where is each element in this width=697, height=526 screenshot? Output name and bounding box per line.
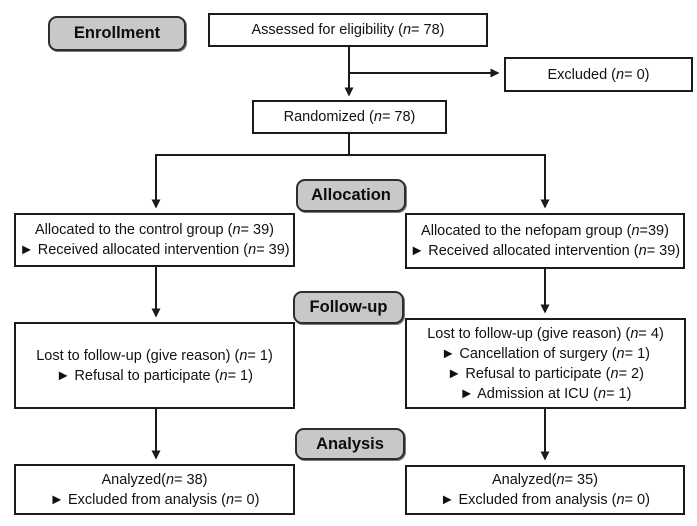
box-text-line: ► Excluded from analysis (n= 0) [49, 491, 260, 508]
box-text-line: Lost to follow-up (give reason) (n= 4) [427, 325, 664, 342]
randomized-box: Randomized (n= 78) [252, 100, 447, 134]
box-text-line: Analyzed(n= 38) [101, 471, 208, 488]
box-text-line: ► Refusal to participate (n= 2) [447, 365, 644, 382]
box-text-line: ► Admission at ICU (n= 1) [459, 385, 632, 402]
box-text-line: ► Refusal to participate (n= 1) [56, 367, 253, 384]
nefopam-analysis-box: Analyzed(n= 35) ► Excluded from analysis… [405, 465, 685, 515]
stage-label-enrollment: Enrollment [48, 16, 186, 51]
control-allocation-box: Allocated to the control group (n= 39) ►… [14, 213, 295, 267]
box-text-line: ► Cancellation of surgery (n= 1) [440, 345, 650, 362]
box-text-line: Lost to follow-up (give reason) (n= 1) [36, 347, 273, 364]
box-text-line: Assessed for eligibility (n= 78) [251, 22, 445, 38]
box-text-line: Analyzed(n= 35) [491, 472, 599, 488]
stage-label-allocation: Allocation [296, 179, 406, 212]
nefopam-allocation-box: Allocated to the nefopam group (n=39) ► … [405, 213, 685, 269]
control-followup-box: Lost to follow-up (give reason) (n= 1) ►… [14, 322, 295, 409]
box-text-line: ► Received allocated intervention (n= 39… [409, 243, 681, 259]
nefopam-followup-box: Lost to follow-up (give reason) (n= 4) ►… [405, 318, 686, 409]
box-text-line: Allocated to the nefopam group (n=39) [421, 223, 669, 239]
assessed-eligibility-box: Assessed for eligibility (n= 78) [208, 13, 488, 47]
stage-label-analysis: Analysis [295, 428, 405, 460]
box-text-line: ► Excluded from analysis (n= 0) [440, 492, 650, 508]
box-text-line: ► Received allocated intervention (n= 39… [19, 242, 290, 258]
control-analysis-box: Analyzed(n= 38) ► Excluded from analysis… [14, 464, 295, 515]
excluded-box: Excluded (n= 0) [504, 57, 693, 92]
stage-label-followup: Follow-up [293, 291, 404, 324]
box-text-line: Excluded (n= 0) [547, 66, 650, 83]
box-text-line: Randomized (n= 78) [283, 109, 416, 125]
box-text-line: Allocated to the control group (n= 39) [34, 222, 275, 238]
